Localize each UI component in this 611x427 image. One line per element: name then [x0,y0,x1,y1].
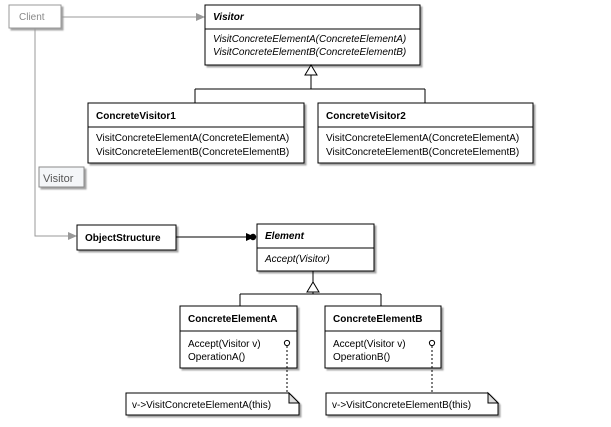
concrete-visitor-2-op-1: VisitConcreteElementA(ConcreteElementA) [326,133,519,144]
objectstructure-to-element-association [176,233,257,241]
visitor-inheritance [194,64,426,103]
client-to-visitor-arrow [61,13,205,21]
concrete-element-b-name: ConcreteElementB [333,314,422,325]
visitor-op-2: VisitConcreteElementB(ConcreteElementB) [213,47,406,58]
note-anchor-a [283,339,291,347]
element-class-name: Element [265,231,305,242]
concrete-visitor-1-op-1: VisitConcreteElementA(ConcreteElementA) [96,133,289,144]
concrete-element-b-op-2: OperationB() [333,352,390,363]
concrete-visitor-1-name: ConcreteVisitor1 [96,111,176,122]
concrete-element-b-class[interactable]: ConcreteElementB Accept(Visitor v) Opera… [324,305,442,369]
concrete-element-a-op-2: OperationA() [188,352,245,363]
concrete-visitor-1-class[interactable]: ConcreteVisitor1 VisitConcreteElementA(C… [87,102,305,164]
visitor-class[interactable]: Visitor VisitConcreteElementA(ConcreteEl… [204,4,421,66]
object-structure-name: ObjectStructure [85,233,161,244]
client-to-objectstructure-arrow [34,28,77,240]
tooltip-label: Visitor [43,173,74,185]
concrete-element-b-op-1: Accept(Visitor v) [333,339,406,350]
visitor-tooltip: Visitor [38,166,85,188]
concrete-element-a-class[interactable]: ConcreteElementA Accept(Visitor v) Opera… [179,305,298,369]
element-op-1: Accept(Visitor) [264,254,330,265]
element-inheritance [239,271,382,306]
client-label: Client [19,12,45,23]
concrete-visitor-2-class[interactable]: ConcreteVisitor2 VisitConcreteElementA(C… [317,102,534,164]
concrete-visitor-1-op-2: VisitConcreteElementB(ConcreteElementB) [96,147,289,158]
note-b[interactable]: v->VisitConcreteElementB(this) [325,391,500,416]
element-class[interactable]: Element Accept(Visitor) [256,223,375,272]
client-box[interactable]: Client [8,4,62,29]
note-anchor-b [428,339,436,347]
visitor-class-name: Visitor [213,12,245,23]
visitor-op-1: VisitConcreteElementA(ConcreteElementA) [213,34,406,45]
concrete-element-a-op-1: Accept(Visitor v) [188,339,261,350]
concrete-element-a-name: ConcreteElementA [188,314,277,325]
note-b-text: v->VisitConcreteElementB(this) [332,400,471,411]
note-a[interactable]: v->VisitConcreteElementA(this) [125,391,301,416]
object-structure-class[interactable]: ObjectStructure [76,224,177,251]
concrete-visitor-2-op-2: VisitConcreteElementB(ConcreteElementB) [326,147,519,158]
note-a-text: v->VisitConcreteElementA(this) [132,400,271,411]
concrete-visitor-2-name: ConcreteVisitor2 [326,111,406,122]
